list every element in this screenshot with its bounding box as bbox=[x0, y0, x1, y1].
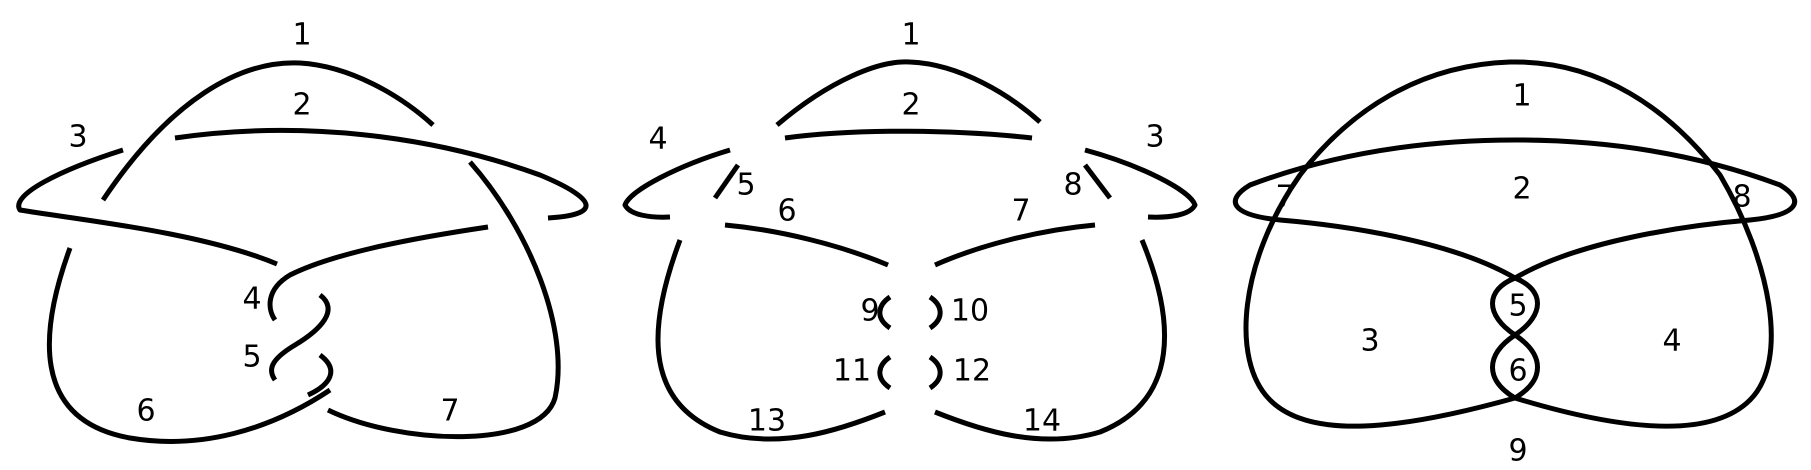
region-diagram-label-1: 1 bbox=[1512, 79, 1531, 114]
arc-diagram-label-7: 7 bbox=[1011, 194, 1030, 229]
strand-twist-top bbox=[269, 293, 331, 382]
arc-right-loop bbox=[1084, 147, 1198, 220]
strand-band-upper bbox=[174, 127, 589, 221]
arc-diagram-label-5: 5 bbox=[736, 168, 755, 203]
arc-diagram-label-10: 10 bbox=[951, 294, 989, 329]
arc-left-dash bbox=[712, 163, 741, 200]
region-diagram-label-7: 7 bbox=[1275, 180, 1294, 215]
arc-diagram-label-1: 1 bbox=[901, 18, 920, 53]
strand-inner-upper bbox=[267, 224, 489, 322]
region-diagram-label-6: 6 bbox=[1508, 354, 1527, 389]
arc-mid-right bbox=[933, 222, 1096, 268]
region-diagram-label-8: 8 bbox=[1732, 180, 1751, 215]
arc-right-dash bbox=[1083, 163, 1112, 200]
arc-right-lobe bbox=[934, 239, 1167, 442]
arc-diagram-label-8: 8 bbox=[1063, 168, 1082, 203]
knot-diagram-label-2: 2 bbox=[292, 88, 311, 123]
arc-diagram-label-9: 9 bbox=[860, 294, 879, 329]
region-diagram-label-2: 2 bbox=[1512, 172, 1531, 207]
arc-diagram-label-6: 6 bbox=[777, 194, 796, 229]
strand-left-loop bbox=[16, 147, 278, 267]
arc-bracket-9 bbox=[877, 294, 892, 331]
knot-diagram-label-3: 3 bbox=[68, 120, 87, 155]
region-diagram-label-9: 9 bbox=[1508, 434, 1527, 469]
region-twist bbox=[1490, 275, 1540, 401]
knot-diagram-label-1: 1 bbox=[292, 18, 311, 53]
arc-diagram-label-4: 4 bbox=[648, 122, 667, 157]
strand-arc-top bbox=[100, 60, 435, 202]
region-horizontal-loop bbox=[1232, 137, 1798, 281]
region-big-loop bbox=[1243, 59, 1774, 429]
panel-knot-diagram bbox=[16, 60, 589, 444]
arc-mid-left bbox=[724, 222, 889, 268]
panel-region-diagram bbox=[1232, 59, 1798, 429]
arc-left-lobe bbox=[655, 239, 886, 442]
region-diagram-label-5: 5 bbox=[1508, 289, 1527, 324]
region-diagram-label-3: 3 bbox=[1360, 324, 1379, 359]
strand-twist-bottom bbox=[306, 353, 334, 398]
panel-arc-diagram bbox=[622, 59, 1198, 442]
arc-upper-band bbox=[784, 128, 1033, 141]
arc-bracket-10 bbox=[928, 294, 943, 331]
knot-diagram-label-4: 4 bbox=[242, 282, 261, 317]
arc-diagram-label-12: 12 bbox=[953, 354, 991, 389]
strand-right-lobe bbox=[326, 160, 561, 440]
arc-bracket-12 bbox=[928, 354, 943, 391]
arc-diagram-label-2: 2 bbox=[901, 88, 920, 123]
arc-left-loop bbox=[622, 147, 731, 220]
arc-diagram-label-13: 13 bbox=[748, 404, 786, 439]
arc-diagram-label-3: 3 bbox=[1145, 120, 1164, 155]
arc-top bbox=[775, 59, 1042, 127]
arc-diagram-label-11: 11 bbox=[833, 354, 871, 389]
knot-diagram-label-5: 5 bbox=[242, 340, 261, 375]
arc-diagram-label-14: 14 bbox=[1023, 404, 1061, 439]
strand-left-lobe bbox=[46, 247, 332, 444]
region-diagram-label-4: 4 bbox=[1662, 324, 1681, 359]
knot-diagram-label-6: 6 bbox=[136, 394, 155, 429]
knot-diagram-label-7: 7 bbox=[440, 394, 459, 429]
arc-bracket-11 bbox=[877, 354, 892, 391]
